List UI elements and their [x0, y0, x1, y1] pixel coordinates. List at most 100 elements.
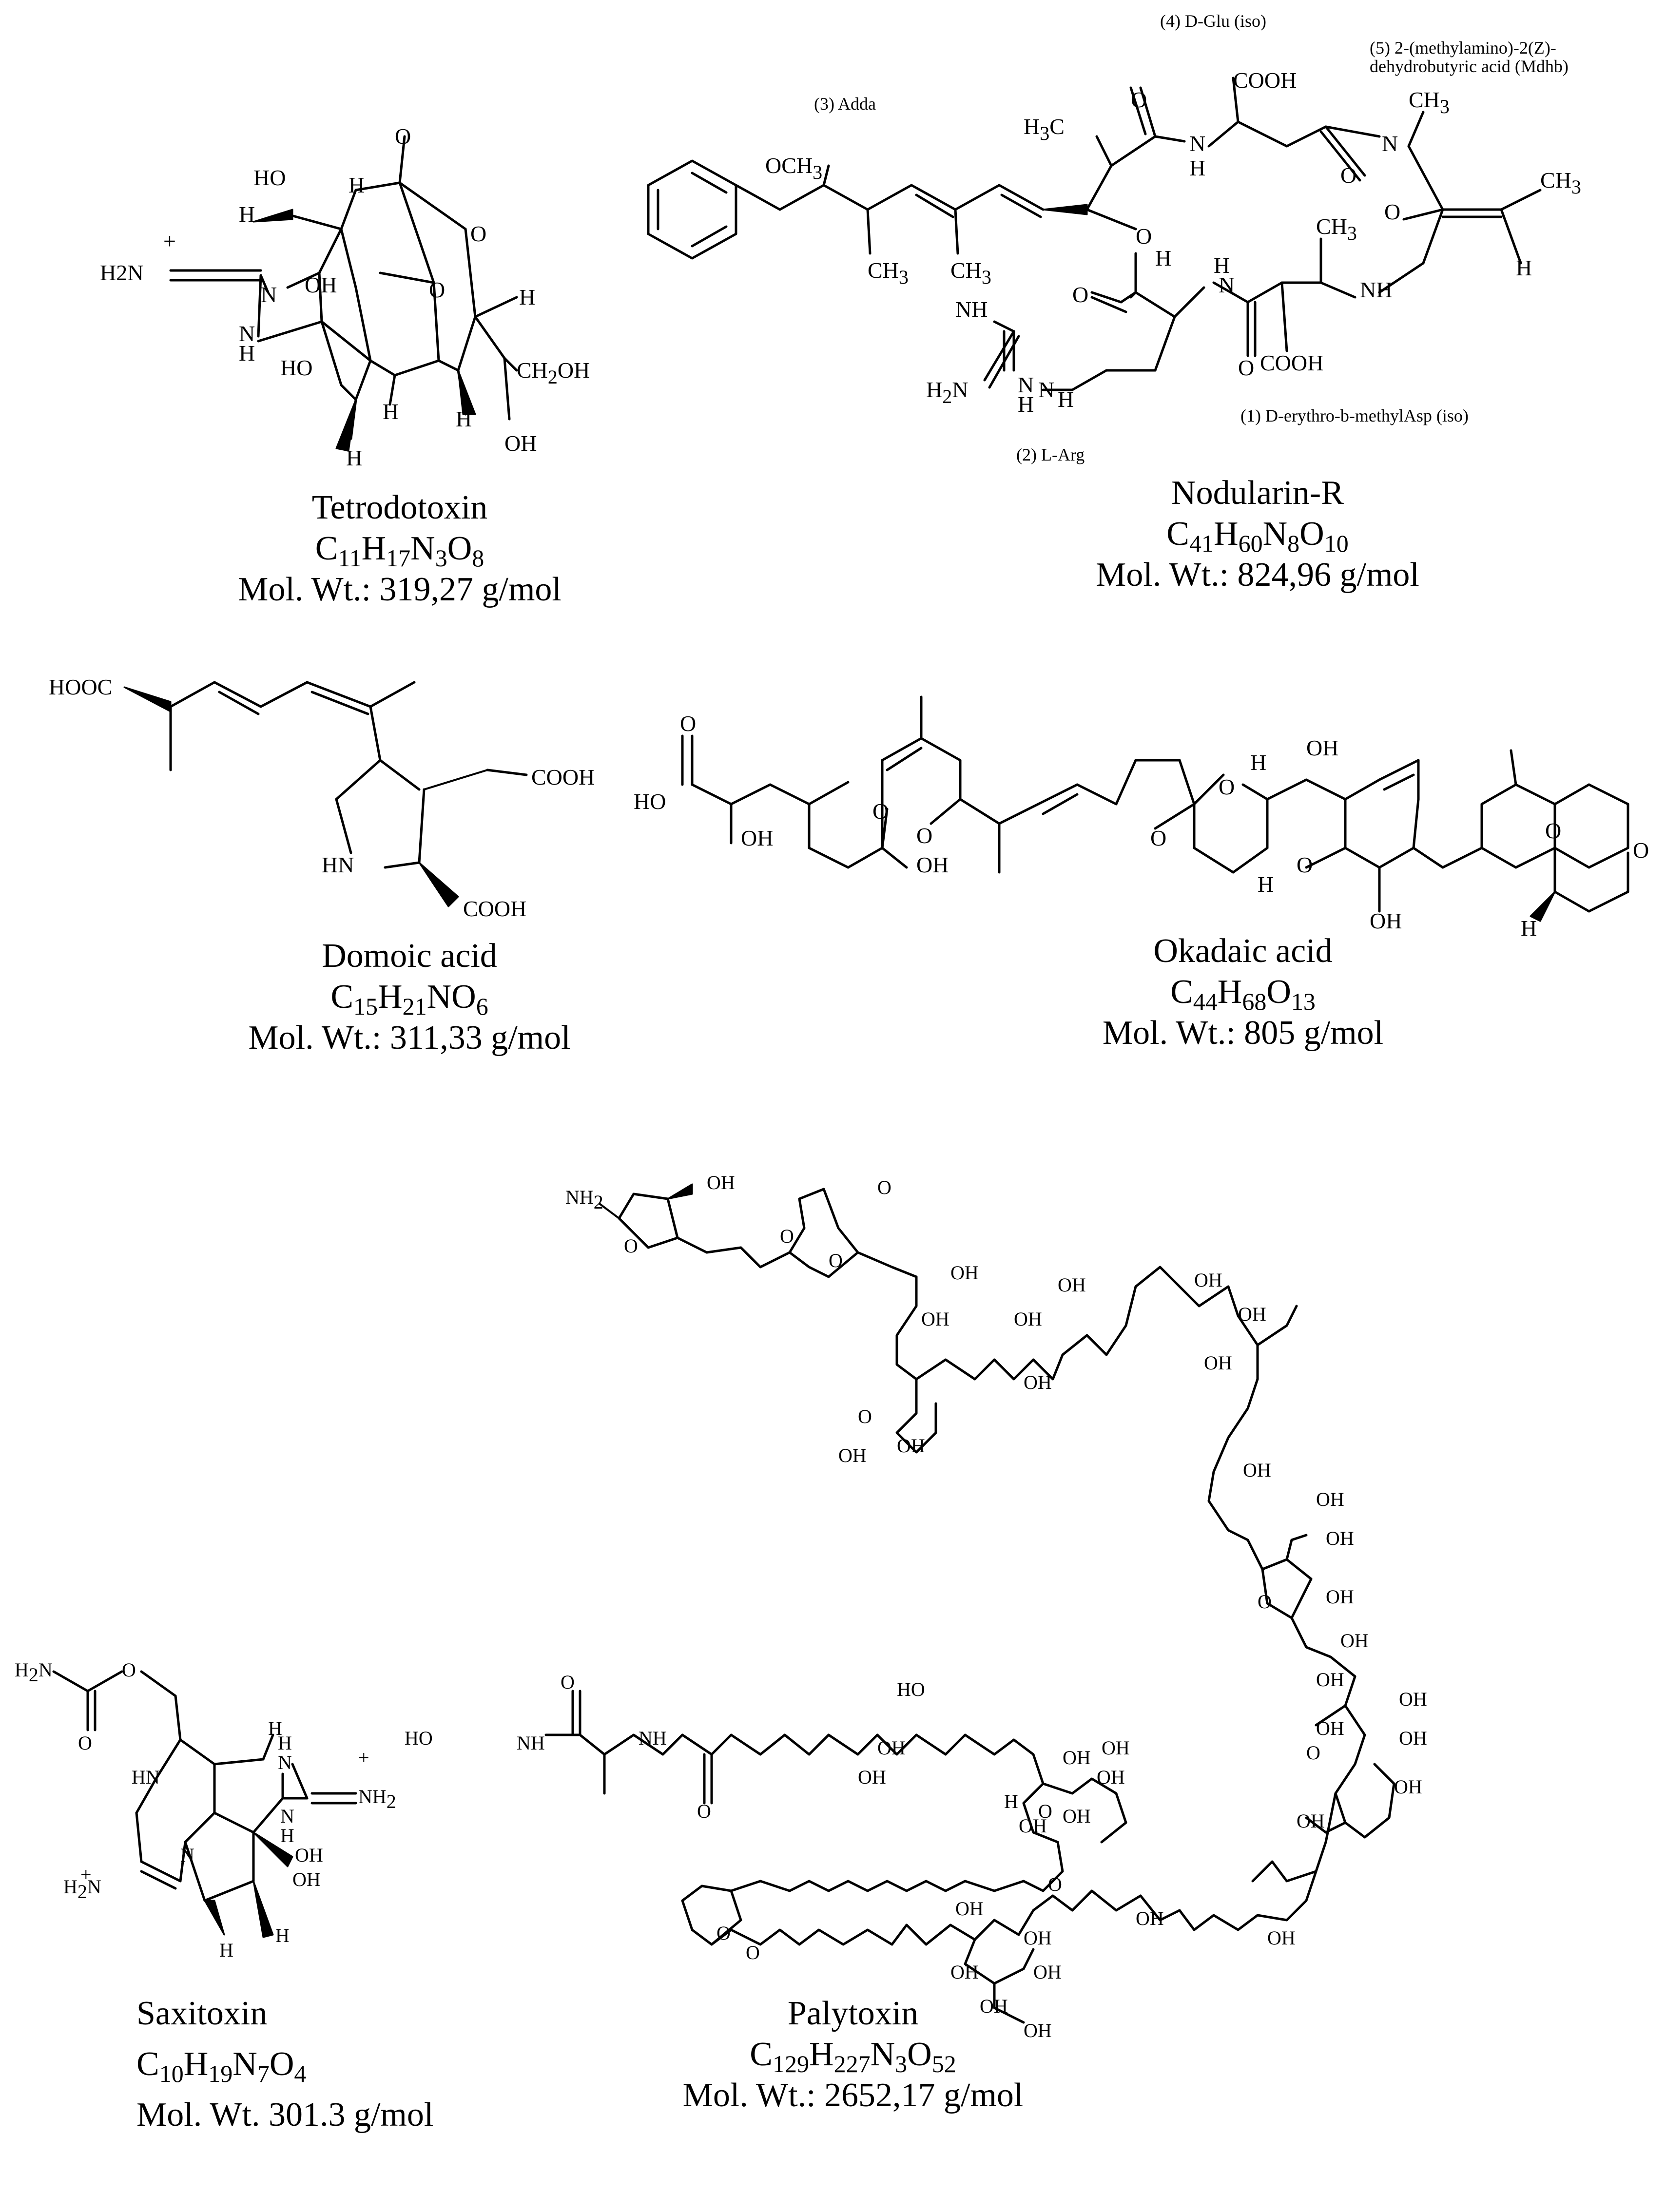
svg-text:H: H: [1250, 750, 1266, 775]
svg-text:H: H: [1516, 255, 1532, 280]
svg-text:O: O: [1340, 163, 1356, 188]
svg-text:O: O: [395, 124, 411, 149]
svg-text:OH: OH: [1316, 1717, 1344, 1739]
svg-text:O: O: [1131, 87, 1147, 112]
svg-text:H: H: [278, 1732, 292, 1754]
svg-text:H: H: [1155, 246, 1171, 270]
svg-text:OH: OH: [838, 1444, 867, 1466]
tetrodotoxin-h2n-label: H2N: [100, 260, 143, 285]
svg-text:OH: OH: [980, 1995, 1008, 2017]
svg-text:CH3: CH3: [950, 258, 991, 288]
svg-text:(2) L-Arg: (2) L-Arg: [1016, 445, 1085, 464]
svg-text:H3C: H3C: [1024, 114, 1065, 144]
svg-text:O: O: [78, 1732, 92, 1754]
svg-text:HO: HO: [897, 1678, 925, 1700]
svg-text:OH: OH: [1063, 1805, 1091, 1827]
svg-text:OH: OH: [1194, 1269, 1222, 1291]
svg-text:O: O: [470, 221, 486, 246]
svg-text:OH: OH: [1316, 1488, 1344, 1510]
svg-text:OH: OH: [1326, 1586, 1354, 1608]
svg-text:H2N: H2N: [15, 1659, 53, 1686]
svg-text:O: O: [122, 1659, 136, 1681]
svg-text:OH: OH: [1019, 1815, 1047, 1837]
palytoxin-structure: NH2 HO NH O O N: [405, 1172, 1427, 2041]
svg-text:O: O: [1238, 355, 1254, 380]
svg-text:CH3: CH3: [868, 258, 909, 288]
svg-text:(3) Adda: (3) Adda: [814, 94, 876, 114]
svg-text:OH: OH: [1024, 2020, 1052, 2041]
svg-text:N: N: [1038, 377, 1054, 402]
okadaic-acid-structure: HO O OH O O OH O O H OH H O OH O O H: [634, 695, 1649, 941]
svg-text:OH: OH: [1243, 1459, 1271, 1481]
svg-text:OH: OH: [950, 1961, 979, 1983]
svg-text:H: H: [383, 399, 399, 424]
svg-text:CH2OH: CH2OH: [517, 358, 590, 388]
svg-text:H: H: [280, 1825, 294, 1847]
residue-2-label: (2) L-Arg: [1016, 445, 1085, 464]
compound-mw: Mol. Wt.: 824,96 g/mol: [1096, 556, 1419, 594]
svg-text:H: H: [1214, 253, 1230, 278]
svg-text:OH: OH: [921, 1308, 949, 1330]
svg-text:O: O: [1306, 1742, 1320, 1764]
svg-text:+: +: [80, 1864, 92, 1885]
saxitoxin-structure: H2N O O HN + H2N N H: [15, 1659, 396, 1961]
svg-text:OH: OH: [1024, 1371, 1052, 1393]
compound-formula: C44H68O13: [1170, 973, 1316, 1015]
svg-text:OH: OH: [1058, 1274, 1086, 1296]
svg-text:H2N: H2N: [100, 260, 143, 285]
svg-text:H: H: [349, 173, 365, 197]
svg-text:CH3: CH3: [1540, 168, 1581, 198]
svg-text:OH: OH: [741, 826, 773, 850]
svg-text:N: N: [180, 1844, 194, 1866]
svg-text:O: O: [1072, 282, 1088, 307]
svg-text:COOH: COOH: [1233, 68, 1297, 93]
svg-text:O: O: [680, 711, 696, 736]
compound-formula: C129H227N3O52: [750, 2036, 956, 2077]
residue-1-label: (1) D-erythro-b-methylAsp (iso): [1240, 406, 1469, 425]
svg-text:H: H: [1058, 387, 1074, 412]
svg-text:H: H: [239, 202, 255, 227]
svg-text:O: O: [829, 1250, 843, 1271]
compound-name: Tetrodotoxin: [311, 489, 488, 526]
svg-text:H: H: [268, 1717, 282, 1739]
svg-text:CH3: CH3: [1409, 87, 1450, 117]
svg-text:O: O: [1384, 199, 1400, 224]
svg-text:HN: HN: [322, 852, 354, 877]
compound-name: Palytoxin: [787, 1995, 919, 2032]
svg-text:OH: OH: [1326, 1527, 1354, 1549]
svg-text:OH: OH: [1370, 908, 1402, 933]
svg-text:+: +: [358, 1747, 369, 1769]
caption-nodularin: Nodularin-R C41H60N8O10 Mol. Wt.: 824,96…: [1053, 473, 1462, 596]
svg-text:HOOC: HOOC: [49, 674, 112, 699]
compound-formula: C11H17N3O8: [315, 530, 484, 572]
svg-text:(1) D-erythro-b-methylAsp (iso: (1) D-erythro-b-methylAsp (iso): [1240, 406, 1469, 425]
nodularin-residue-labels: (3) Adda (4) D-Glu (iso) (5) 2-(methylam…: [814, 11, 1569, 464]
svg-text:N: N: [1189, 131, 1205, 156]
svg-text:NH: NH: [517, 1732, 545, 1754]
svg-text:H: H: [275, 1924, 290, 1946]
svg-text:O: O: [916, 823, 932, 848]
svg-text:(5) 2-(methylamino)-2(Z)-: (5) 2-(methylamino)-2(Z)-: [1370, 38, 1556, 58]
svg-text:H: H: [239, 341, 255, 365]
residue-3-label: (3) Adda: [814, 94, 876, 114]
compound-formula: C41H60N8O10: [1166, 515, 1349, 557]
svg-text:NH2: NH2: [565, 1186, 603, 1213]
svg-text:N: N: [278, 1751, 292, 1773]
svg-text:OH: OH: [1316, 1669, 1344, 1691]
svg-text:OH: OH: [1204, 1352, 1232, 1374]
svg-text:O: O: [780, 1225, 794, 1247]
svg-text:OH: OH: [1136, 1907, 1164, 1929]
svg-text:OH: OH: [1063, 1747, 1091, 1769]
svg-text:OH: OH: [1238, 1303, 1266, 1325]
svg-text:O: O: [1297, 852, 1313, 877]
svg-text:OH: OH: [1267, 1927, 1296, 1949]
svg-text:OH: OH: [1297, 1810, 1325, 1832]
svg-text:dehydrobutyric acid (Mdhb): dehydrobutyric acid (Mdhb): [1370, 57, 1569, 76]
svg-text:HO: HO: [634, 789, 666, 814]
svg-text:O: O: [561, 1671, 575, 1693]
svg-text:OH: OH: [897, 1435, 925, 1457]
caption-palytoxin: Palytoxin C129H227N3O52 Mol. Wt.: 2652,1…: [634, 1993, 1072, 2116]
compound-formula: C15H21NO6: [330, 978, 488, 1020]
svg-text:OH: OH: [295, 1844, 323, 1866]
